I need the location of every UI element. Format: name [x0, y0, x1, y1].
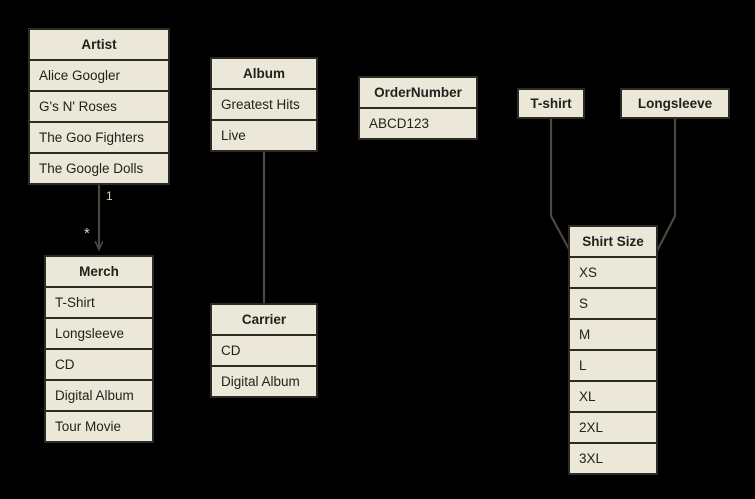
entity-carrier[interactable]: Carrier CD Digital Album — [210, 303, 318, 398]
entity-order-number-header: OrderNumber — [360, 78, 476, 107]
list-item[interactable]: Digital Album — [212, 367, 316, 396]
list-item[interactable]: Tour Movie — [46, 412, 152, 441]
list-item[interactable]: The Google Dolls — [30, 154, 168, 183]
list-item[interactable]: XS — [570, 258, 656, 287]
edge-longsleeve-shirtsize — [656, 119, 677, 252]
entity-merch-header: Merch — [46, 257, 152, 286]
list-item[interactable]: L — [570, 351, 656, 380]
entity-album-header: Album — [212, 59, 316, 88]
entity-shirt-size-header: Shirt Size — [570, 227, 656, 256]
entity-tshirt[interactable]: T-shirt — [517, 88, 585, 119]
list-item[interactable]: Live — [212, 121, 316, 150]
entity-order-number[interactable]: OrderNumber ABCD123 — [358, 76, 478, 140]
list-item[interactable]: T-Shirt — [46, 288, 152, 317]
list-item[interactable]: CD — [46, 350, 152, 379]
entity-longsleeve[interactable]: Longsleeve — [620, 88, 730, 119]
list-item[interactable]: ABCD123 — [360, 109, 476, 138]
entity-artist[interactable]: Artist Alice Googler G's N' Roses The Go… — [28, 28, 170, 185]
entity-carrier-header: Carrier — [212, 305, 316, 334]
edge-label-target-multiplicity: * — [84, 225, 90, 242]
list-item[interactable]: 3XL — [570, 444, 656, 473]
entity-merch[interactable]: Merch T-Shirt Longsleeve CD Digital Albu… — [44, 255, 154, 443]
list-item[interactable]: XL — [570, 382, 656, 411]
list-item[interactable]: S — [570, 289, 656, 318]
entity-shirt-size[interactable]: Shirt Size XS S M L XL 2XL 3XL — [568, 225, 658, 475]
list-item[interactable]: M — [570, 320, 656, 349]
list-item[interactable]: Digital Album — [46, 381, 152, 410]
list-item[interactable]: 2XL — [570, 413, 656, 442]
edge-label-source-multiplicity: 1 — [106, 189, 113, 203]
list-item[interactable]: The Goo Fighters — [30, 123, 168, 152]
list-item[interactable]: Greatest Hits — [212, 90, 316, 119]
list-item[interactable]: Alice Googler — [30, 61, 168, 90]
entity-album[interactable]: Album Greatest Hits Live — [210, 57, 318, 152]
list-item[interactable]: CD — [212, 336, 316, 365]
list-item[interactable]: G's N' Roses — [30, 92, 168, 121]
entity-artist-header: Artist — [30, 30, 168, 59]
list-item[interactable]: Longsleeve — [46, 319, 152, 348]
